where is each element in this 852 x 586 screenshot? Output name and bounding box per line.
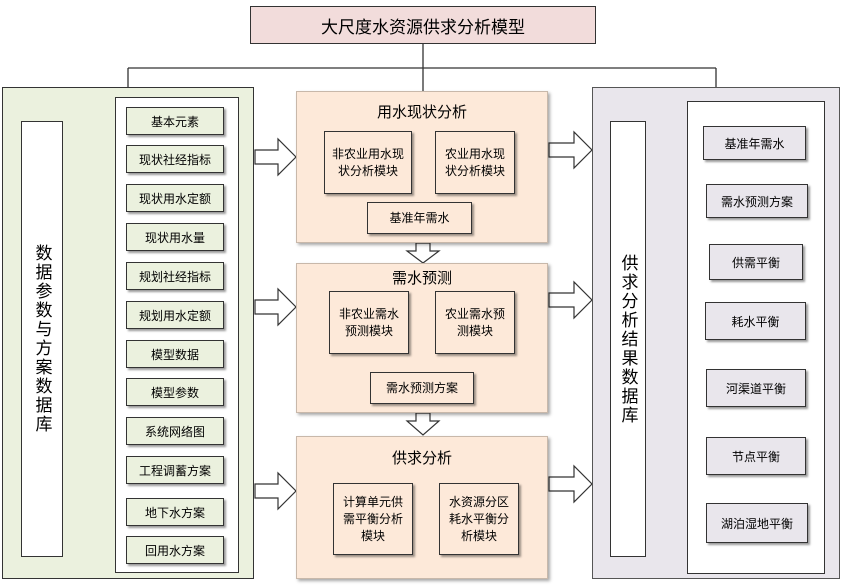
agri-current-module: 农业用水现状分析模块 [435,131,515,194]
arrow-right [548,130,593,170]
arrow-down [405,242,441,264]
left-item-basic-elements: 基本元素 [126,107,224,135]
left-item-reservoir-plan: 工程调蓄方案 [126,456,224,484]
right-item-forecast-plan: 需水预测方案 [706,184,808,218]
right-item-canal-balance: 河渠道平衡 [706,369,806,407]
left-item-current-quota: 现状用水定额 [126,184,224,212]
arrow-right [548,464,593,504]
left-item-model-data: 模型数据 [126,340,224,368]
right-item-consumption-balance: 耗水平衡 [705,302,806,340]
arrow-down [405,412,441,436]
left-database-label: 数据参数与方案数据库 [21,121,63,557]
arrow-right [254,471,297,511]
unit-balance-module: 计算单元供需平衡分析模块 [333,483,413,555]
arrow-right [548,280,593,320]
nonagri-current-module: 非农业用水现状分析模块 [324,131,412,194]
arrow-right [254,137,297,177]
right-database-label: 供求分析结果数据库 [610,121,646,557]
left-item-planned-socioeconomic: 规划社经指标 [126,262,224,290]
base-year-demand-box: 基准年需水 [367,202,472,234]
zone-consumption-module: 水资源分区耗水平衡分析模块 [439,483,519,555]
left-item-network-graph: 系统网络图 [126,417,224,445]
arrow-right [254,287,297,327]
right-item-base-year-demand: 基准年需水 [703,126,806,160]
left-item-planned-quota: 规划用水定额 [126,301,224,329]
diagram-title: 大尺度水资源供求分析模型 [250,6,596,44]
nonagri-forecast-module: 非农业需水预测模块 [329,291,409,354]
current-use-title: 用水现状分析 [376,103,467,121]
agri-forecast-module: 农业需水预测模块 [435,291,515,354]
left-item-column [115,97,239,573]
left-item-current-socioeconomic: 现状社经指标 [126,145,224,173]
left-item-model-params: 模型参数 [126,378,224,406]
supply-demand-title: 供求分析 [391,449,452,467]
forecast-plan-box: 需水预测方案 [370,372,474,404]
left-item-reuse-plan: 回用水方案 [126,536,224,564]
right-item-wetland-balance: 湖泊湿地平衡 [706,503,808,543]
left-item-groundwater-plan: 地下水方案 [126,498,224,526]
right-item-node-balance: 节点平衡 [706,437,806,475]
left-item-current-usage: 现状用水量 [126,223,224,251]
right-item-supply-balance: 供需平衡 [709,244,803,280]
forecast-title: 需水预测 [391,269,452,287]
